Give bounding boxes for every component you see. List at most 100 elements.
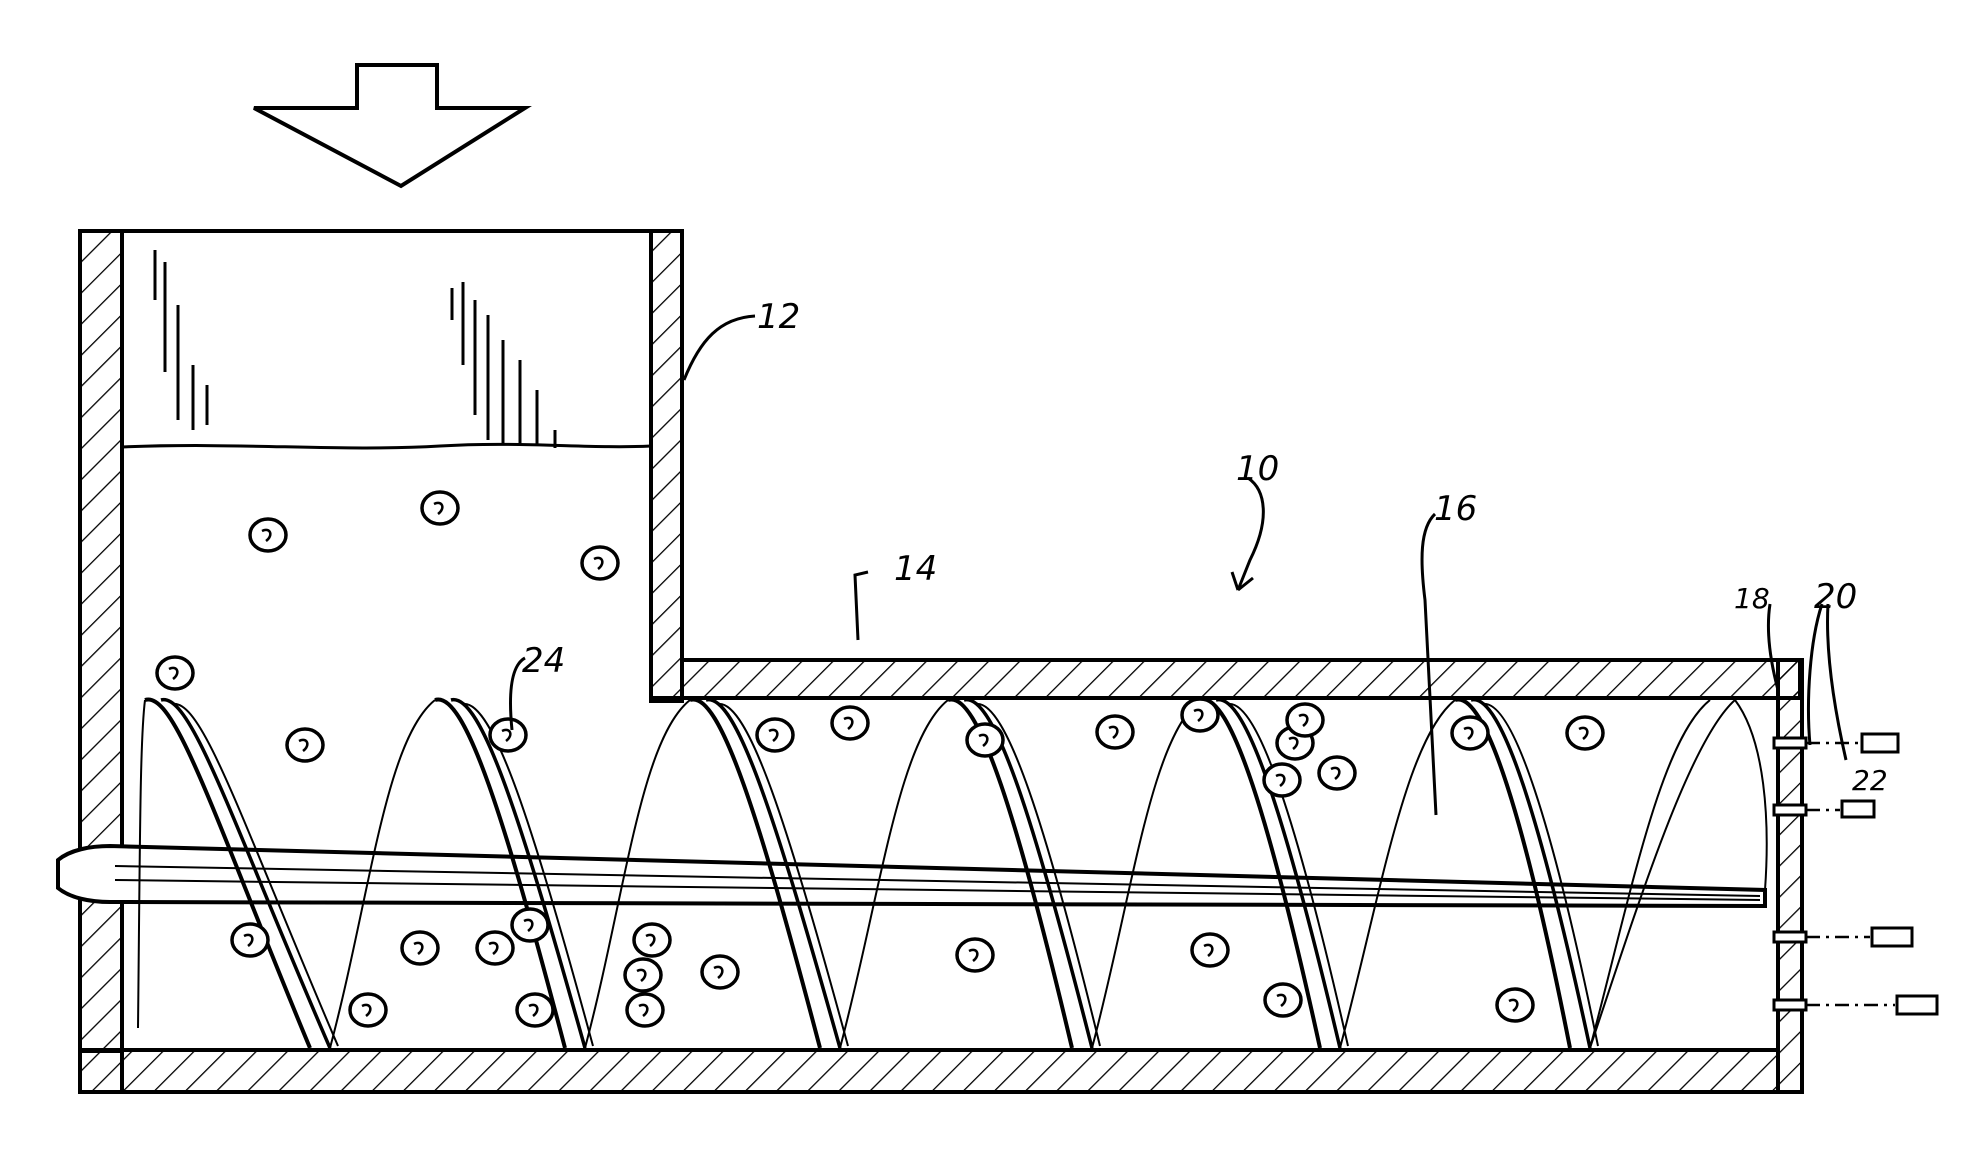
label-apparatus: 10 — [1236, 449, 1279, 489]
feed-arrow-icon — [253, 63, 532, 189]
particle — [515, 992, 555, 1028]
particle — [623, 957, 663, 993]
particle-mark — [768, 728, 779, 742]
particles — [155, 490, 1605, 1028]
label-outlet-wall: 18 — [1734, 582, 1770, 615]
particle — [830, 705, 870, 741]
flight-edge — [839, 699, 949, 1049]
particle-mark — [638, 1003, 649, 1017]
outlet-flow-lines — [1806, 741, 1895, 1007]
material-fill-line — [121, 442, 652, 450]
barrel — [78, 658, 1939, 1094]
outlet-blocks — [1840, 732, 1939, 1016]
flight-edge — [137, 699, 146, 1029]
flight-edge — [584, 699, 691, 1049]
label-outlet-ports: 20 — [1814, 577, 1857, 617]
particle — [1565, 715, 1605, 751]
flight-edge — [172, 702, 339, 1047]
particle-mark — [645, 933, 656, 947]
particle — [1285, 702, 1325, 738]
particle-mark — [1108, 725, 1119, 739]
outlet-end-wall — [1776, 658, 1804, 1094]
barrel-top-wall — [649, 658, 1802, 703]
particle — [510, 907, 550, 943]
particle-mark — [1288, 736, 1299, 750]
barrel-floor — [120, 1048, 1780, 1094]
particle-mark — [1330, 766, 1341, 780]
particle-mark — [361, 1003, 372, 1017]
particle-mark — [433, 501, 444, 515]
particle — [1450, 715, 1490, 751]
flight-edge — [434, 697, 567, 1049]
particle — [230, 922, 270, 958]
label-particles: 24 — [522, 641, 565, 681]
particle-mark — [501, 728, 512, 742]
particle-mark — [243, 933, 254, 947]
leader-lines — [509, 314, 1848, 816]
particle — [420, 490, 460, 526]
particle-mark — [843, 716, 854, 730]
particle — [955, 937, 995, 973]
particle-mark — [1193, 708, 1204, 722]
particle-mark — [978, 733, 989, 747]
particle — [1495, 987, 1535, 1023]
particle-mark — [1276, 993, 1287, 1007]
particle — [475, 930, 515, 966]
particle — [632, 922, 672, 958]
particle — [755, 717, 795, 753]
hopper-left-wall — [78, 229, 124, 1053]
particle-mark — [261, 528, 272, 542]
particle-mark — [528, 1003, 539, 1017]
particle — [625, 992, 665, 1028]
particle — [1317, 755, 1357, 791]
particle-mark — [1203, 943, 1214, 957]
flight-edge — [1589, 699, 1736, 1049]
particle-mark — [523, 918, 534, 932]
flight-edge — [947, 697, 1074, 1049]
particle-mark — [1508, 998, 1519, 1012]
flight-edge — [1734, 699, 1768, 891]
particle — [1263, 982, 1303, 1018]
flight-edge — [144, 697, 312, 1049]
flight-edge — [329, 699, 436, 1049]
flight-edge — [717, 702, 849, 1047]
particle-mark — [298, 738, 309, 752]
particle — [248, 517, 288, 553]
particle-mark — [1275, 773, 1286, 787]
flight-edge — [462, 702, 594, 1047]
flight-edge — [1091, 699, 1201, 1049]
flight-edge — [1454, 697, 1572, 1049]
particle-mark — [168, 666, 179, 680]
hopper — [78, 229, 684, 1053]
reference-numerals: 12 10 14 16 18 20 22 24 — [522, 297, 1888, 797]
particle — [580, 545, 620, 581]
particle — [1095, 714, 1135, 750]
particle-mark — [713, 965, 724, 979]
flight-edge — [1589, 699, 1711, 1049]
particle — [488, 717, 528, 753]
left-base — [78, 1048, 124, 1094]
particle-mark — [1298, 713, 1309, 727]
particle-mark — [1463, 726, 1474, 740]
label-barrel: 14 — [894, 549, 937, 589]
flight-edge — [1339, 699, 1456, 1049]
label-screw: 16 — [1434, 489, 1477, 529]
flight-edge — [689, 697, 822, 1049]
particle — [348, 992, 388, 1028]
particle-mark — [1578, 726, 1589, 740]
particle — [1262, 762, 1302, 798]
particle — [155, 655, 195, 691]
flight-edge — [975, 702, 1101, 1047]
label-outlet-ports-lower: 22 — [1852, 764, 1888, 797]
flight-edge — [1482, 702, 1599, 1047]
hopper-right-wall — [649, 229, 684, 703]
particle — [1180, 697, 1220, 733]
particle-mark — [488, 941, 499, 955]
hopper-shading — [153, 250, 557, 448]
particle — [285, 727, 325, 763]
particle — [400, 930, 440, 966]
label-hopper: 12 — [757, 297, 800, 337]
particle — [965, 722, 1005, 758]
